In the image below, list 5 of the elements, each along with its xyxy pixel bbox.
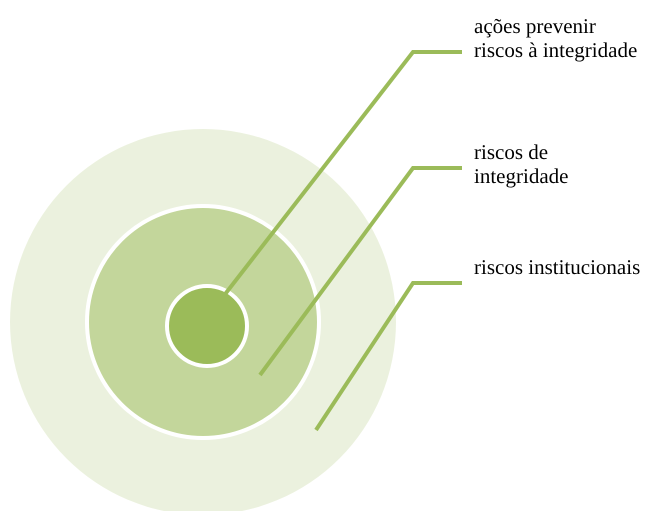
leader-line — [314, 281, 462, 432]
callout-text: riscos institucionais — [474, 255, 642, 279]
callout-text: riscos de integridade — [474, 140, 570, 188]
callout-text: ações prevenir riscos à integridade — [474, 14, 638, 62]
leader-line — [258, 166, 462, 376]
